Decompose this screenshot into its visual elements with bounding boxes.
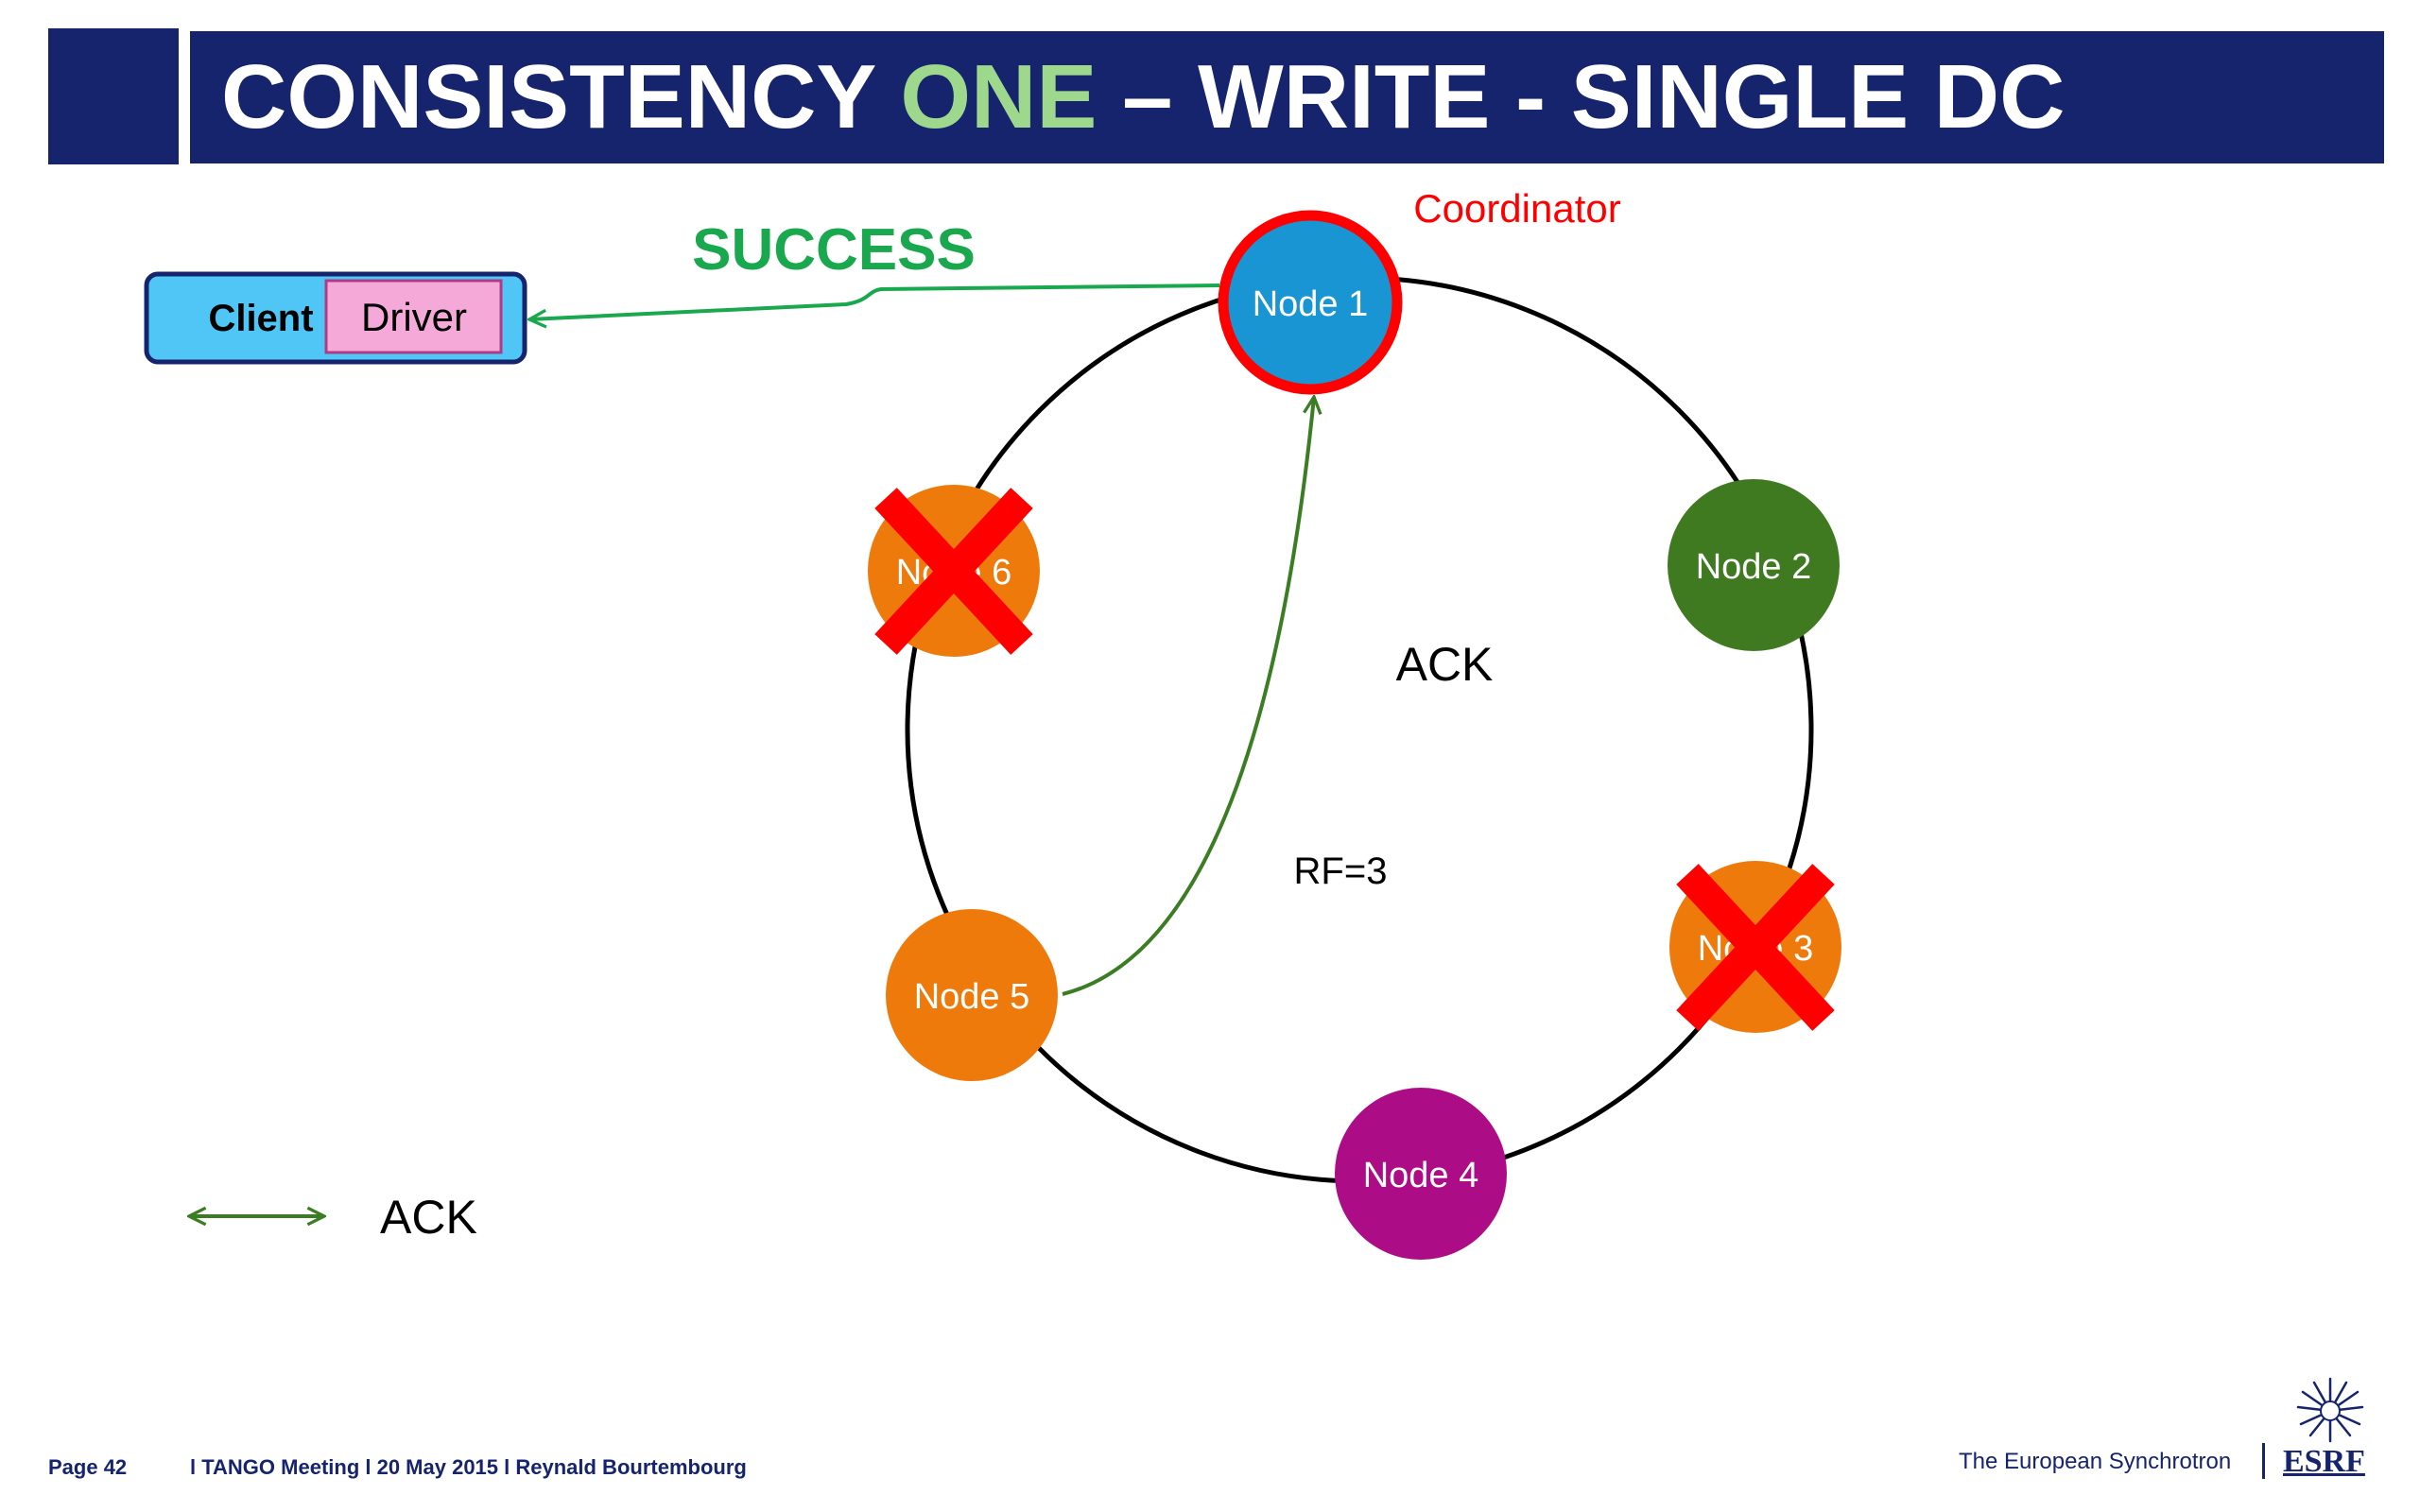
success-label: SUCCESS (692, 217, 976, 283)
legend-ack-label: ACK (380, 1191, 477, 1244)
title-accent-block (48, 28, 179, 164)
client-label: Client (208, 298, 313, 339)
client-driver-box[interactable]: Client Driver (144, 271, 527, 365)
node-3[interactable]: Node 3 (1669, 861, 1841, 1033)
rf-label: RF=3 (1294, 850, 1388, 892)
ack-center-label: ACK (1396, 638, 1494, 691)
success-arrow (529, 284, 1220, 319)
node-6-down-cross-icon (874, 488, 1033, 655)
driver-label: Driver (361, 295, 467, 339)
node-4-label: Node 4 (1363, 1156, 1479, 1195)
coordinator-label: Coordinator (1413, 186, 1620, 231)
node-5[interactable]: Node 5 (886, 909, 1058, 1081)
node-4[interactable]: Node 4 (1335, 1088, 1507, 1260)
footer-separator (2262, 1443, 2265, 1479)
footer-meta: l TANGO Meeting l 20 May 2015 l Reynald … (190, 1455, 747, 1479)
driver-box[interactable] (324, 279, 503, 354)
node-1[interactable]: Node 1 (1218, 210, 1403, 395)
node-2[interactable]: Node 2 (1668, 479, 1840, 651)
footer-org: The European Synchrotron (1959, 1449, 2232, 1474)
page-number: Page 42 (48, 1455, 128, 1479)
node-2-label: Node 2 (1696, 547, 1812, 587)
esrf-logo-icon (2296, 1377, 2364, 1443)
node-1-label: Node 1 (1253, 284, 1369, 324)
esrf-logo-text: ESRF (2283, 1444, 2365, 1479)
title-accent: ONE (900, 46, 1098, 147)
cluster-ring (905, 275, 1814, 1184)
title-suffix: – WRITE - SINGLE DC (1097, 46, 2066, 147)
title-prefix: CONSISTENCY (221, 46, 901, 147)
ack-arrow (1062, 397, 1314, 996)
node-5-label: Node 5 (914, 977, 1030, 1017)
node-6[interactable]: Node 6 (868, 485, 1040, 657)
node-3-down-cross-icon (1676, 864, 1835, 1031)
slide-title: CONSISTENCY ONE – WRITE - SINGLE DC (190, 31, 2384, 163)
